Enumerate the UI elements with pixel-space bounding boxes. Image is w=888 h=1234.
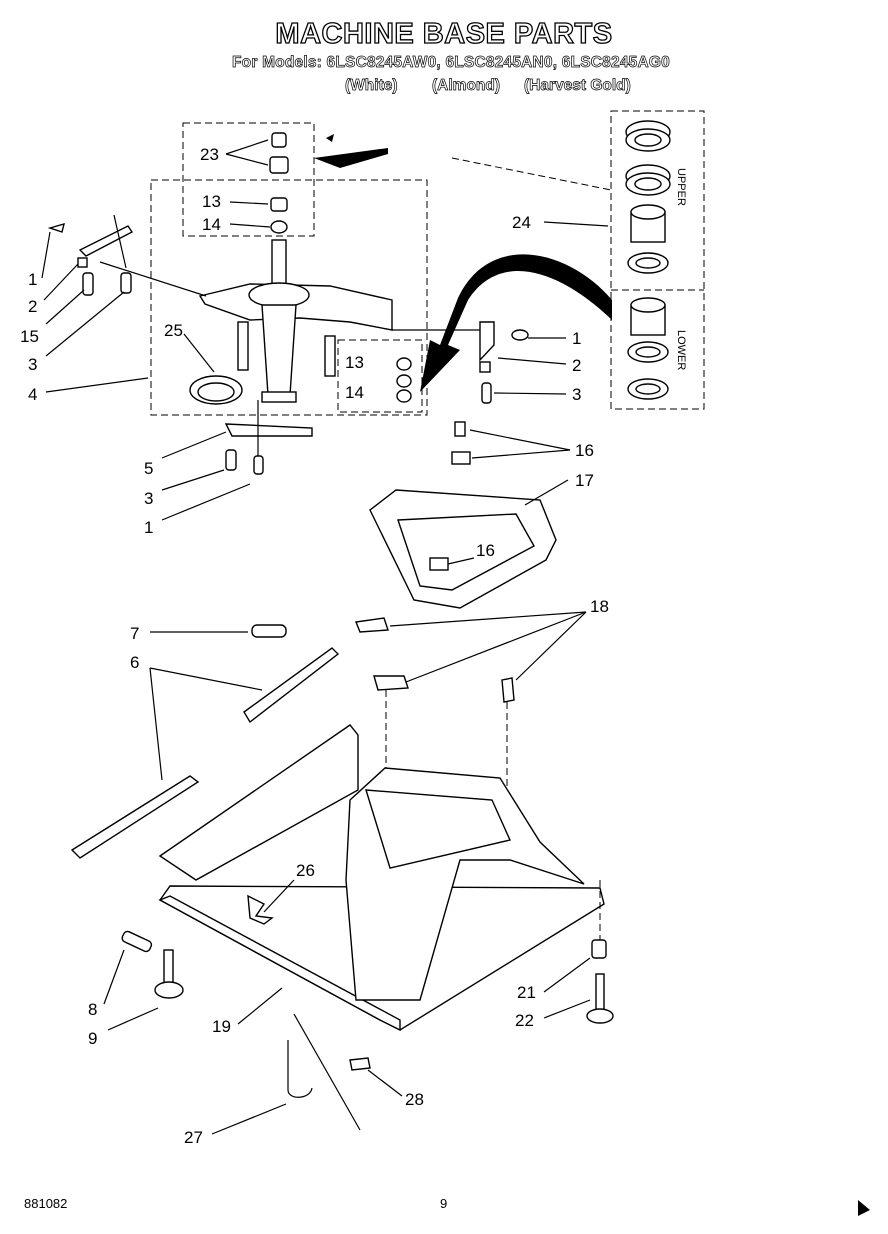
bushing-group-box [337,339,423,413]
callout-5: 5 [144,459,153,478]
callout-27: 27 [184,1128,203,1147]
lower-bracket-hardware [224,400,313,475]
color-gold-label: (Harvest Gold) [524,77,632,95]
lower-seal-kit [627,297,669,400]
callout-1-right: 1 [572,329,581,348]
model-list: For Models: 6LSC8245AW0, 6LSC8245AN0, 6L… [232,54,670,72]
callout-25: 25 [164,321,183,340]
callout-16-top: 16 [575,441,594,460]
page-number: 9 [440,1196,448,1211]
bearing-stack [269,132,289,234]
callout-7: 7 [130,624,139,643]
callout-19: 19 [212,1017,231,1036]
hose-hook-and-clip [287,1013,371,1131]
callout-2-right: 2 [572,356,581,375]
upper-label: UPPER [675,168,687,206]
callout-15: 15 [20,327,39,346]
callout-3-left: 3 [28,355,37,374]
callout-8: 8 [88,1000,97,1019]
transmission-assembly [198,239,393,403]
bearing-group-box [182,122,315,237]
callout-22: 22 [515,1011,534,1030]
callout-14-right: 14 [345,383,364,402]
page-title: MACHINE BASE PARTS [275,17,613,50]
callout-6: 6 [130,653,139,672]
callout-2-left: 2 [28,297,37,316]
lower-label: LOWER [675,330,687,370]
callout-9: 9 [88,1029,97,1048]
document-number: 881082 [24,1196,68,1211]
callout-leaders [41,139,609,1135]
side-parts-panel [610,110,705,410]
callout-1-lower: 1 [144,518,153,537]
callout-14-top: 14 [202,215,221,234]
right-bracket-hardware [392,321,529,404]
callout-28: 28 [405,1090,424,1109]
machine-base [158,724,605,1032]
bushing-pieces [396,357,412,403]
callout-4: 4 [28,385,37,404]
rails-and-spring [70,624,340,859]
small-triangle-mark [326,134,334,142]
leveling-foot-right [586,880,614,1024]
transmission-group-box [150,179,428,416]
callout-3-right: 3 [572,385,581,404]
callout-16-bottom: 16 [476,541,495,560]
corner-mark [858,1200,870,1216]
leader-to-panel [451,157,612,191]
tub-frame [369,421,557,609]
upper-seal-kit [625,120,671,274]
callout-24: 24 [512,213,531,232]
callout-21: 21 [517,983,536,1002]
large-curved-arrow [420,254,612,392]
callout-1-left: 1 [28,270,37,289]
callout-17: 17 [575,471,594,490]
color-white-label: (White) [345,77,398,95]
pointer-arrow [314,148,388,168]
callout-13-top: 13 [202,192,221,211]
seal-ring [189,375,243,405]
color-almond-label: (Almond) [432,77,501,95]
callout-23: 23 [200,145,219,164]
callout-3-lower: 3 [144,489,153,508]
left-bracket-hardware [47,214,207,297]
callout-18: 18 [590,597,609,616]
callout-26: 26 [296,861,315,880]
clip-set [355,617,515,860]
callout-13-right: 13 [345,353,364,372]
leveling-foot-left [121,930,184,999]
